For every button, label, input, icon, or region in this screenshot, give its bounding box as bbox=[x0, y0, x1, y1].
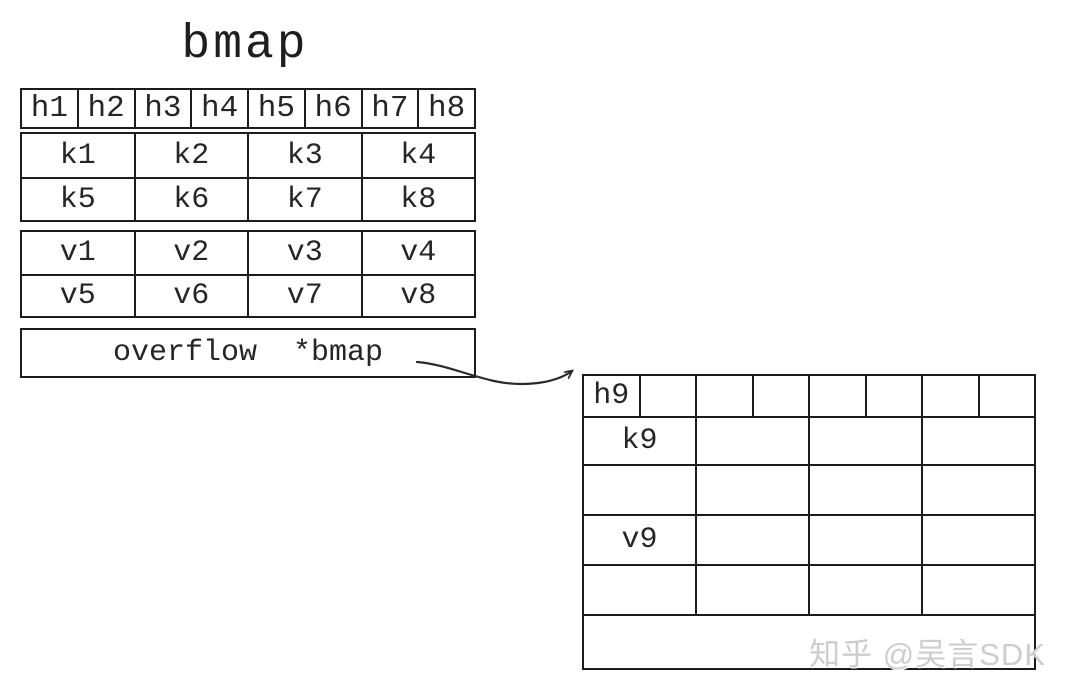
key-cell-k7: k7 bbox=[247, 179, 361, 220]
value-cell-v7: v7 bbox=[247, 276, 361, 316]
keys-block: k1 k2 k3 k4 k5 k6 k7 k8 bbox=[20, 132, 476, 222]
values-block: v1 v2 v3 v4 v5 v6 v7 v8 bbox=[20, 230, 476, 318]
overflow-keys-row-2 bbox=[584, 464, 1034, 514]
tophash-cell-h6: h6 bbox=[303, 90, 361, 127]
tophash-cell-empty bbox=[695, 376, 752, 416]
tophash-cell-h5: h5 bbox=[247, 90, 304, 127]
value-cell-empty bbox=[695, 566, 808, 614]
value-cell-v2: v2 bbox=[133, 232, 248, 274]
overflow-block: overflow *bmap bbox=[20, 328, 476, 378]
value-cell-empty bbox=[808, 566, 921, 614]
tophash-block: h1 h2 h3 h4 h5 h6 h7 h8 bbox=[20, 88, 476, 129]
watermark: 知乎 @吴言SDK bbox=[809, 637, 1046, 672]
keys-row-1: k1 k2 k3 k4 bbox=[22, 134, 474, 177]
key-cell-k9: k9 bbox=[621, 424, 658, 458]
key-cell-empty bbox=[921, 418, 1034, 464]
tophash-cell-empty bbox=[808, 376, 865, 416]
overflow-overflow-row bbox=[584, 614, 1034, 668]
key-cell-k6: k6 bbox=[133, 179, 248, 220]
key-cell-k4: k4 bbox=[360, 134, 475, 177]
tophash-cell-h4: h4 bbox=[190, 90, 247, 127]
value-cell-empty bbox=[808, 516, 921, 564]
value-cell-v3: v3 bbox=[247, 232, 361, 274]
tophash-row: h1 h2 h3 h4 h5 h6 h7 h8 bbox=[22, 90, 474, 127]
value-cell-empty bbox=[921, 566, 1034, 614]
tophash-cell-h1: h1 bbox=[30, 91, 68, 126]
tophash-cell-empty bbox=[638, 376, 696, 416]
tophash-cell-empty bbox=[921, 376, 978, 416]
tophash-cell-h7: h7 bbox=[360, 90, 418, 127]
value-cell-v4: v4 bbox=[360, 232, 475, 274]
tophash-cell-empty bbox=[751, 376, 809, 416]
value-cell-v5: v5 bbox=[59, 279, 96, 313]
overflow-values-row-2 bbox=[584, 564, 1034, 614]
value-cell-v1: v1 bbox=[59, 236, 96, 270]
keys-row-2: k5 k6 k7 k8 bbox=[22, 177, 474, 220]
overflow-values-row-1: v9 bbox=[584, 514, 1034, 564]
key-cell-k8: k8 bbox=[360, 179, 475, 220]
tophash-cell-empty bbox=[977, 376, 1035, 416]
key-cell-empty bbox=[695, 418, 808, 464]
key-cell-empty bbox=[808, 466, 921, 514]
value-cell-empty bbox=[584, 566, 695, 614]
tophash-cell-empty bbox=[864, 376, 922, 416]
key-cell-empty bbox=[695, 466, 808, 514]
tophash-cell-h8: h8 bbox=[417, 90, 474, 127]
key-cell-k5: k5 bbox=[59, 182, 96, 217]
key-cell-empty bbox=[584, 466, 695, 514]
tophash-cell-h2: h2 bbox=[76, 90, 134, 127]
key-cell-k3: k3 bbox=[247, 134, 361, 177]
value-cell-empty bbox=[695, 516, 808, 564]
diagram-title: bmap bbox=[181, 18, 309, 72]
value-cell-v6: v6 bbox=[133, 276, 248, 316]
overflow-keys-row-1: k9 bbox=[584, 416, 1034, 464]
values-row-2: v5 v6 v7 v8 bbox=[22, 274, 474, 316]
value-cell-v8: v8 bbox=[360, 276, 475, 316]
overflow-row: overflow *bmap bbox=[22, 330, 474, 376]
key-cell-k2: k2 bbox=[133, 134, 248, 177]
bmap-bucket-table: h1 h2 h3 h4 h5 h6 h7 h8 k1 k2 k3 k4 k5 k… bbox=[20, 88, 476, 378]
value-cell-empty bbox=[921, 516, 1034, 564]
overflow-tophash-row: h9 bbox=[584, 376, 1034, 416]
tophash-cell-h3: h3 bbox=[133, 90, 191, 127]
overflow-pointer-label: overflow *bmap bbox=[112, 336, 384, 370]
value-cell-v9: v9 bbox=[621, 523, 658, 557]
overflow-bucket-table: h9 k9 v9 bbox=[582, 374, 1036, 670]
key-cell-k1: k1 bbox=[59, 138, 96, 173]
tophash-cell-h9: h9 bbox=[593, 379, 630, 413]
key-cell-empty bbox=[808, 418, 921, 464]
values-row-1: v1 v2 v3 v4 bbox=[22, 232, 474, 274]
key-cell-empty bbox=[921, 466, 1034, 514]
